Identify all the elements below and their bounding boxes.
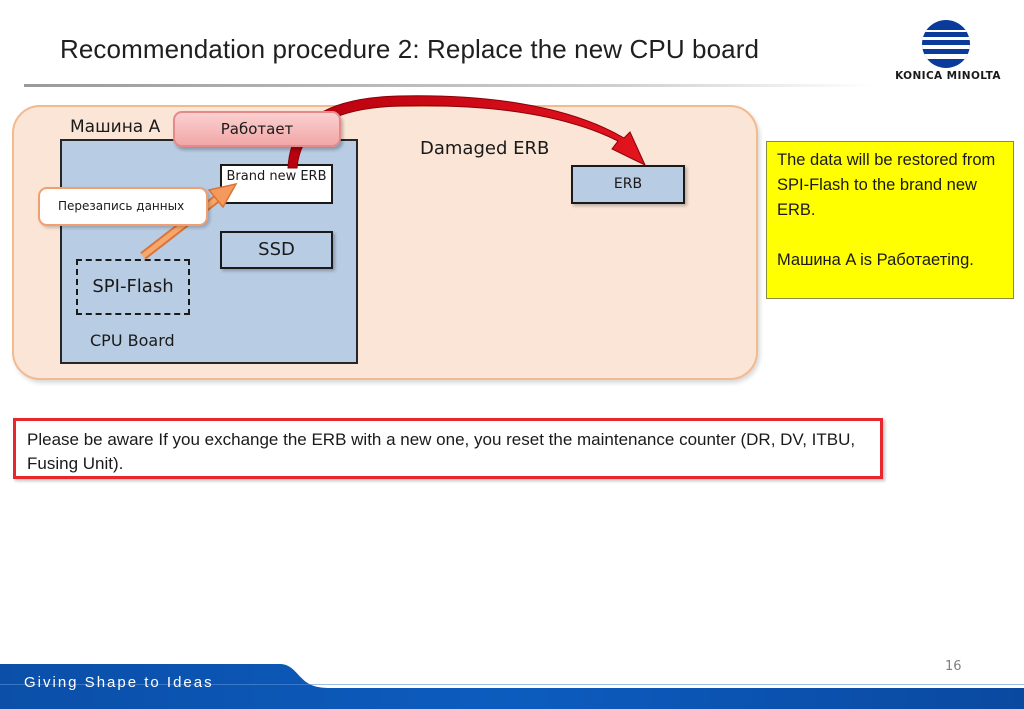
info-note: The data will be restored from SPI-Flash… — [766, 141, 1014, 299]
page-number: 16 — [945, 659, 962, 674]
logo-wordmark: KONICA MINOLTA — [895, 70, 1001, 82]
erb-box: ERB — [571, 165, 685, 204]
data-rewrite-callout: Перезапись данных — [38, 187, 208, 226]
brand-logo: KONICA MINOLTA — [893, 18, 1003, 88]
cpu-board-label: CPU Board — [90, 331, 175, 350]
title-divider — [24, 84, 874, 87]
slide-title: Recommendation procedure 2: Replace the … — [60, 34, 760, 64]
ssd-box: SSD — [220, 231, 333, 269]
warning-box: Please be aware If you exchange the ERB … — [13, 418, 883, 479]
machine-label: Машина A — [70, 117, 161, 137]
damaged-erb-label: Damaged ERB — [420, 138, 550, 159]
spi-flash-box: SPI-Flash — [76, 259, 190, 315]
works-callout: Работает — [173, 111, 341, 147]
footer-tagline: Giving Shape to Ideas — [24, 674, 214, 691]
note-line-1: The data will be restored from SPI-Flash… — [777, 151, 996, 219]
globe-icon — [922, 20, 970, 68]
note-line-2: Машина A is Работаетing. — [777, 251, 974, 269]
brand-new-erb-box: Brand new ERB — [220, 164, 333, 204]
footer-band — [0, 664, 1024, 709]
